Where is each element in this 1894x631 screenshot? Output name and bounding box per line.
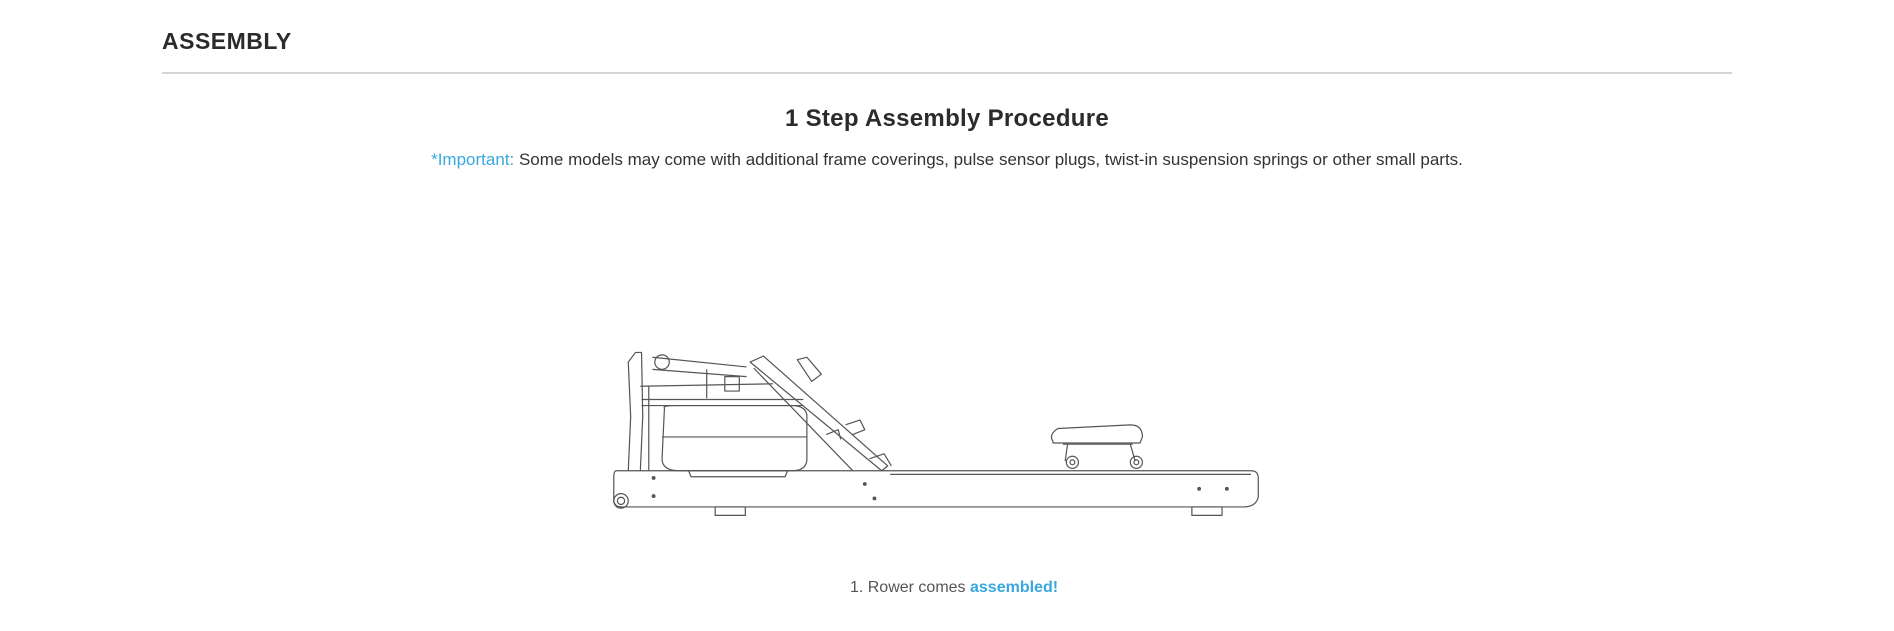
step-1-text: 1. Rower comes: [849, 579, 970, 596]
important-text: Some models may come with additional fra…: [514, 150, 1463, 169]
section-divider: [162, 72, 1732, 74]
rower-illustration: [613, 351, 1259, 516]
section-title: ASSEMBLY: [162, 28, 292, 54]
important-label: *Important:: [431, 150, 515, 169]
step-1-highlight: assembled!: [970, 579, 1059, 596]
step-1-caption: 1. Rower comes assembled!: [0, 579, 1894, 597]
procedure-title: 1 Step Assembly Procedure: [784, 105, 1110, 132]
important-note: *Important: Some models may come with ad…: [0, 150, 1894, 170]
